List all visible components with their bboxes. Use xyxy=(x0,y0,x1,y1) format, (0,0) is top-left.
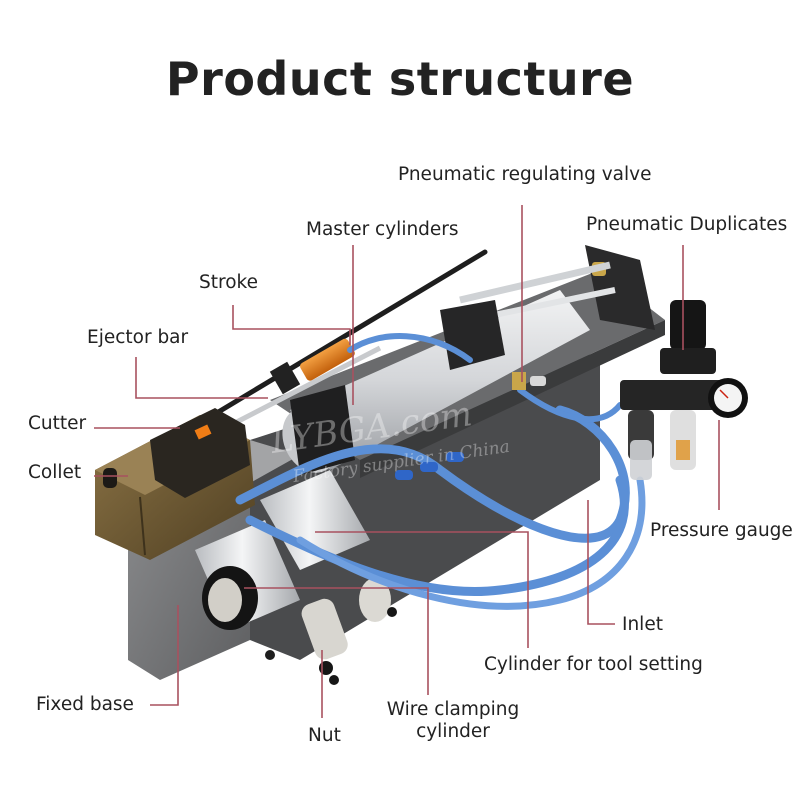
leader-stroke xyxy=(232,305,351,345)
label-fixed-base: Fixed base xyxy=(36,694,134,715)
label-cutter: Cutter xyxy=(28,413,87,434)
label-stroke: Stroke xyxy=(199,272,258,293)
blue-fittings xyxy=(395,452,464,480)
leader-cylinder-tool-setting xyxy=(315,531,529,648)
ejector-bar-shape xyxy=(202,249,488,431)
label-ejector-bar: Ejector bar xyxy=(87,327,189,348)
label-wire-clamping-line2: cylinder xyxy=(416,721,490,742)
label-pneumatic-duplicates: Pneumatic Duplicates xyxy=(586,214,788,235)
label-master-cylinders: Master cylinders xyxy=(306,219,459,240)
page-title: Product structure xyxy=(165,52,635,106)
label-cylinder-for-tool-setting: Cylinder for tool setting xyxy=(484,654,703,675)
leader-ejector-bar xyxy=(135,357,268,399)
label-pneumatic-regulating-valve: Pneumatic regulating valve xyxy=(398,164,652,185)
label-nut: Nut xyxy=(308,725,341,746)
label-wire-clamping-line1: Wire clamping xyxy=(386,699,520,720)
leader-fixed-base xyxy=(150,605,179,706)
cutter-collet-block xyxy=(95,408,255,560)
label-collet: Collet xyxy=(28,462,82,483)
air-hoses xyxy=(235,333,646,610)
pressure-gauge-shape xyxy=(708,378,748,418)
label-wire-clamping-cylinder: Wire clamping cylinder xyxy=(378,699,528,743)
label-pressure-gauge: Pressure gauge xyxy=(650,520,793,541)
wire-clamping-cylinders xyxy=(195,470,397,685)
label-inlet: Inlet xyxy=(622,614,663,635)
leader-lines xyxy=(94,205,720,718)
leader-inlet xyxy=(587,500,615,625)
leader-wire-clamping-cylinder xyxy=(244,587,429,695)
pneumatic-duplicates-shape xyxy=(620,300,730,480)
